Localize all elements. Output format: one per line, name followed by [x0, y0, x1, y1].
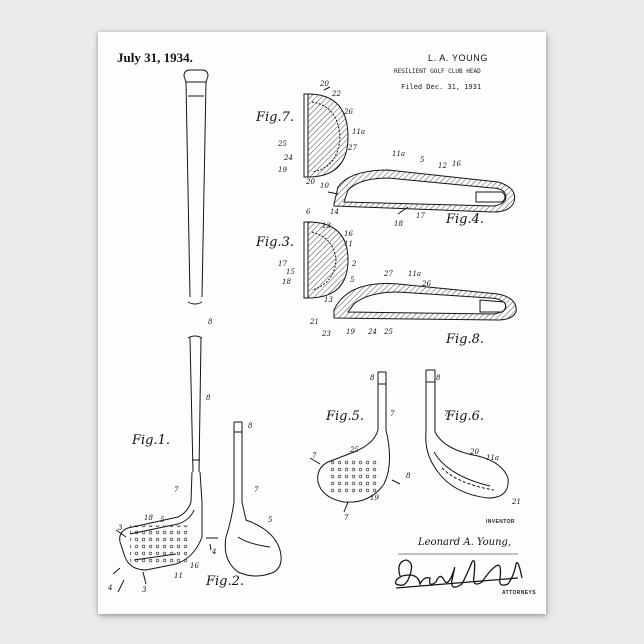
ref-label: 27	[384, 270, 393, 278]
fig2-club-drawing	[225, 422, 281, 576]
ref-label: 7	[312, 452, 316, 460]
fig5-club-drawing	[310, 372, 400, 512]
ref-label: 7	[444, 410, 448, 418]
ref-label: 8	[436, 374, 440, 382]
fig7-section-drawing	[304, 87, 348, 177]
attorneys-role-label: ATTORNEYS	[502, 590, 536, 596]
ref-label: 11a	[486, 454, 499, 462]
ref-label: 27	[348, 144, 357, 152]
fig4-section-drawing	[328, 170, 515, 214]
ref-label: 7	[390, 410, 394, 418]
fig8-section-drawing	[334, 284, 516, 320]
ref-label: 5	[350, 276, 354, 284]
ref-label: 23	[322, 330, 331, 338]
ref-label: 3	[142, 586, 146, 594]
fig4-label: Fig.4.	[446, 212, 484, 227]
ref-label: 8	[406, 472, 410, 480]
patent-poster: July 31, 1934. L. A. YOUNG RESILIENT GOL…	[98, 32, 546, 614]
ref-label: 6	[306, 208, 310, 216]
ref-label: 13	[322, 222, 331, 230]
ref-label: 11a	[392, 150, 405, 158]
ref-label: 10	[320, 182, 329, 190]
ref-label: 24	[368, 328, 377, 336]
ref-label: 7	[254, 486, 258, 494]
inventor-role-label: INVENTOR	[486, 519, 515, 525]
ref-label: 20	[470, 448, 479, 456]
ref-label: 7	[174, 486, 178, 494]
ref-label: 11a	[408, 270, 421, 278]
ref-label: 25	[350, 446, 359, 454]
ref-label: 22	[332, 90, 341, 98]
ref-label: 8	[206, 394, 210, 402]
ref-label: 16	[344, 230, 353, 238]
attorney-signature	[396, 560, 522, 588]
ref-label: 19	[346, 328, 355, 336]
fig6-club-drawing	[426, 370, 508, 498]
ref-label: 20	[306, 178, 315, 186]
fig5-label: Fig.5.	[326, 409, 364, 424]
ref-label: 5	[268, 516, 272, 524]
ref-label: 25	[278, 140, 287, 148]
patent-drawing	[98, 32, 546, 614]
ref-label: 21	[310, 318, 319, 326]
ref-label: 18	[144, 514, 153, 522]
fig3-label: Fig.3.	[256, 235, 294, 250]
ref-label: 17	[278, 260, 287, 268]
ref-label: 4	[212, 548, 216, 556]
ref-label: 5	[160, 516, 164, 524]
ref-label: 17	[416, 212, 425, 220]
inventor-signature: Leonard A. Young,	[418, 537, 511, 548]
ref-label: 11	[344, 240, 353, 248]
ref-label: 26	[344, 108, 353, 116]
ref-label: 7	[344, 514, 348, 522]
ref-label: 15	[286, 268, 295, 276]
ref-label: 19	[370, 494, 379, 502]
ref-label: 24	[284, 154, 293, 162]
ref-label: 26	[422, 280, 431, 288]
ref-label: 8	[370, 374, 374, 382]
fig7-label: Fig.7.	[256, 110, 294, 125]
ref-label: 8	[208, 318, 212, 326]
ref-label: 14	[330, 208, 339, 216]
ref-label: 18	[282, 278, 291, 286]
ref-label: 16	[452, 160, 461, 168]
ref-label: 19	[278, 166, 287, 174]
ref-label: 18	[394, 220, 403, 228]
ref-label: 20	[320, 80, 329, 88]
ref-label: 13	[324, 296, 333, 304]
ref-label: 25	[384, 328, 393, 336]
fig8-label: Fig.8.	[446, 332, 484, 347]
ref-label: 5	[420, 156, 424, 164]
ref-label: 16	[190, 562, 199, 570]
fig2-label: Fig.2.	[206, 574, 244, 589]
fig6-label: Fig.6.	[446, 409, 484, 424]
ref-label: 2	[352, 260, 356, 268]
fig3-section-drawing	[304, 222, 348, 298]
fig1-club-drawing	[113, 70, 218, 592]
fig1-label: Fig.1.	[132, 433, 170, 448]
ref-label: 8	[248, 422, 252, 430]
ref-label: 11	[174, 572, 183, 580]
ref-label: 3	[118, 524, 122, 532]
ref-label: 21	[512, 498, 521, 506]
ref-label: 4	[108, 584, 112, 592]
ref-label: 11a	[352, 128, 365, 136]
ref-label: 12	[438, 162, 447, 170]
